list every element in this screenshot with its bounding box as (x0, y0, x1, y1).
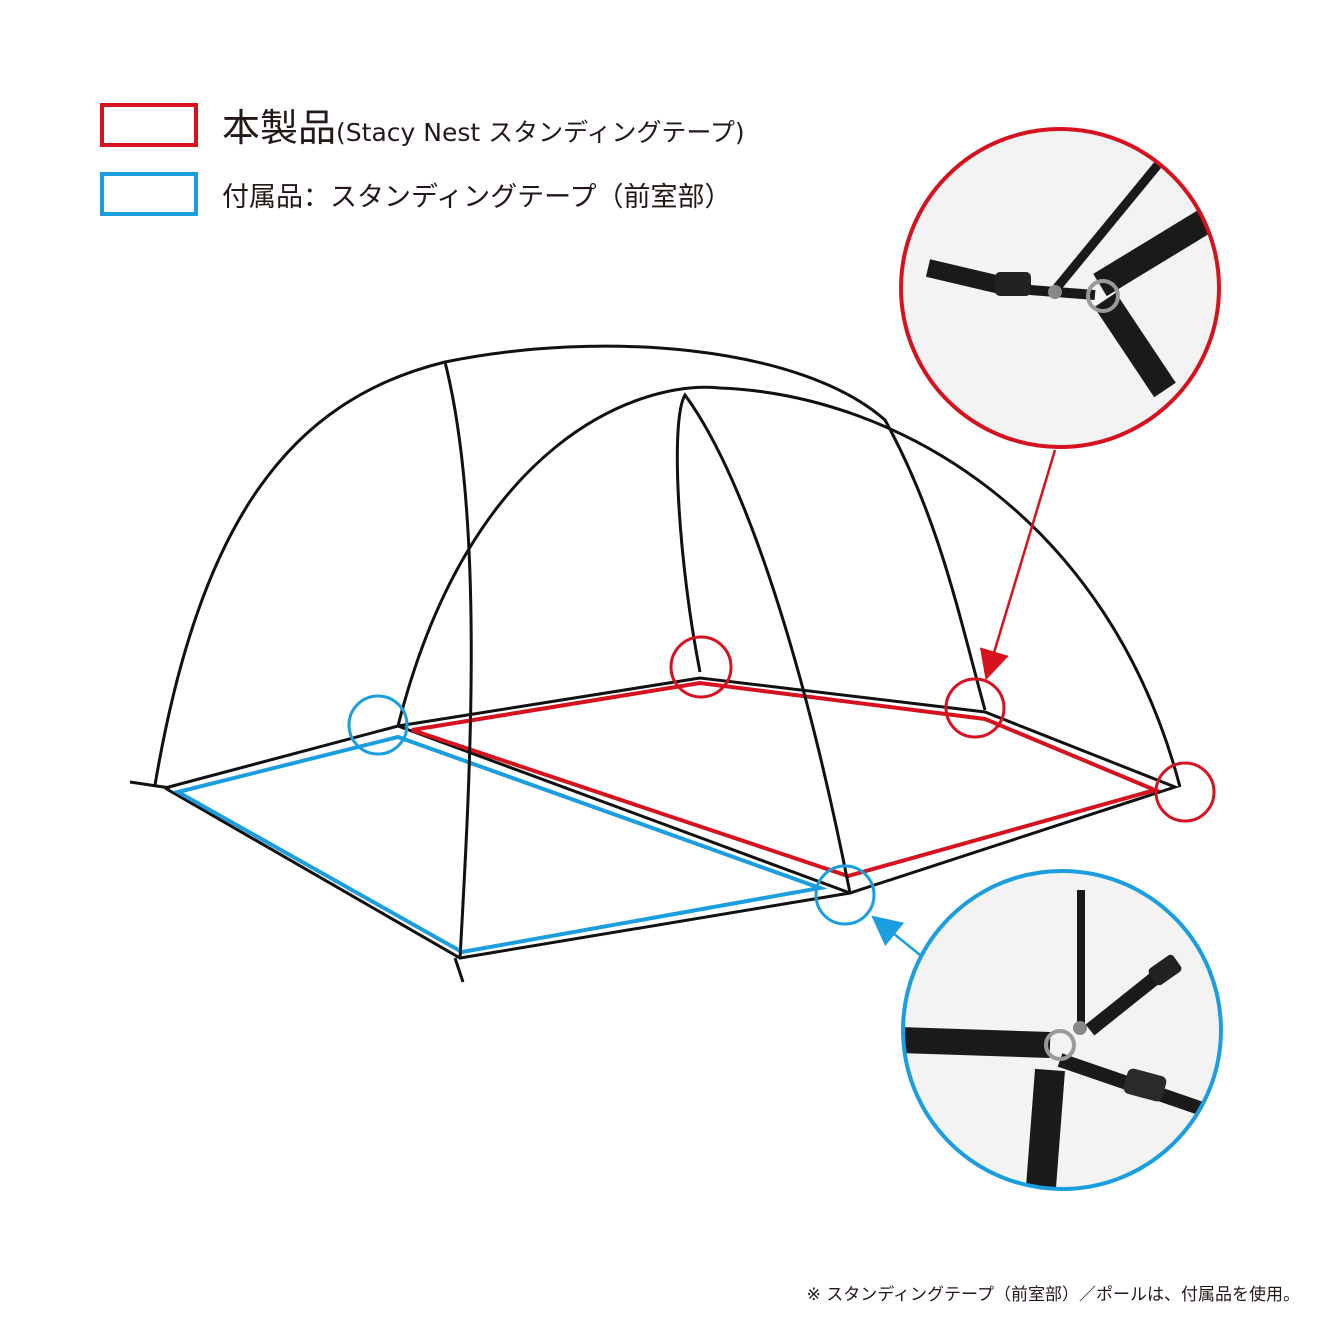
legend-product: 本製品(Stacy Nest スタンディングテープ) (100, 97, 745, 152)
red-callout-arrow (979, 449, 1057, 681)
highlight-circle-red-corner (1154, 761, 1216, 823)
highlight-circle-red-right (944, 677, 1006, 739)
highlight-circle-blue-left (347, 694, 409, 756)
legend-product-label: 本製品(Stacy Nest スタンディングテープ) (222, 97, 745, 152)
highlight-circle-red-back (669, 635, 733, 699)
legend-product-swatch (100, 102, 198, 147)
highlight-circle-blue-front (814, 864, 876, 926)
product-tape-outline (411, 680, 1162, 879)
legend-accessory: 付属品：スタンディングテープ（前室部） (100, 172, 732, 216)
legend-accessory-label: 付属品：スタンディングテープ（前室部） (222, 181, 732, 213)
blue-callout-detail (901, 869, 1223, 1191)
legend-accessory-swatch (100, 172, 198, 216)
legend-product-label-sub: (Stacy Nest スタンディングテープ) (336, 118, 745, 147)
tent-poles (153, 344, 1182, 959)
legend-product-label-main: 本製品 (222, 106, 337, 150)
strap-icon (1093, 203, 1219, 297)
red-callout-detail (899, 127, 1221, 449)
highlight-circles (347, 635, 1216, 926)
buckle-icon (995, 272, 1031, 296)
accessory-tape-outline (172, 734, 828, 955)
ground-frame (129, 676, 1180, 983)
footnote: ※ スタンディングテープ（前室部）／ポールは、付属品を使用。 (806, 1285, 1300, 1305)
buckle-icon (1123, 1068, 1167, 1102)
